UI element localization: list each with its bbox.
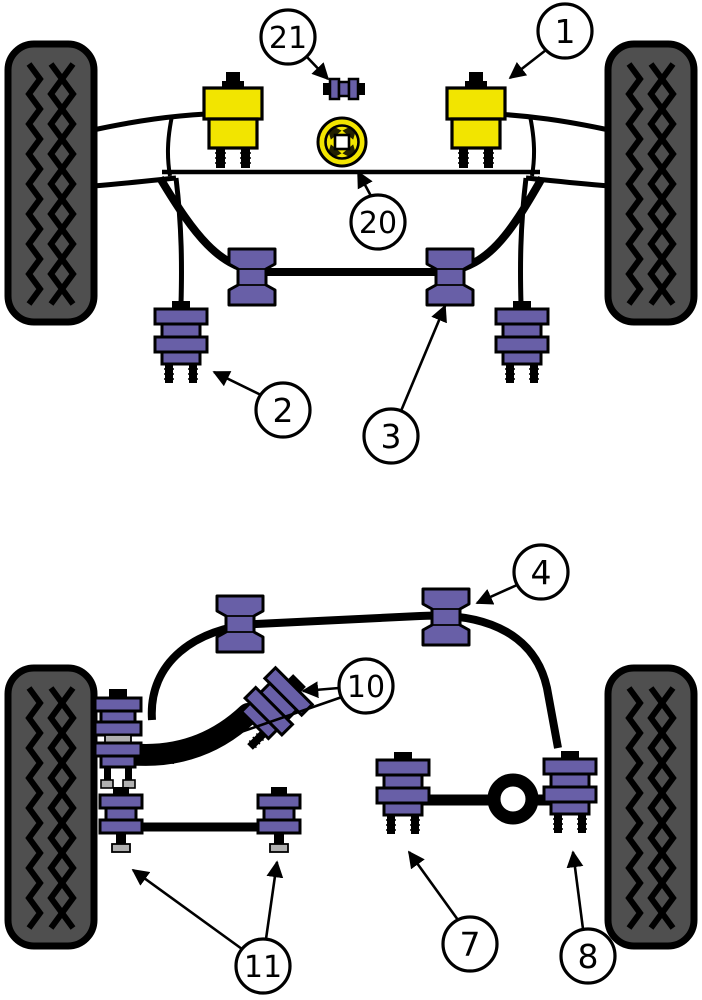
front-lower-bushing-right <box>494 299 550 385</box>
callout-8-label: 8 <box>578 937 599 976</box>
tire-front-left <box>8 44 94 322</box>
callout-7[interactable]: 7 <box>407 850 499 973</box>
rear-front-bushing-stack <box>93 687 143 790</box>
callout-21-label: 21 <box>269 21 307 56</box>
callout-1[interactable]: 1 <box>508 2 594 80</box>
lower-link-bushing-left-part-11 <box>98 785 144 854</box>
callout-2-label: 2 <box>273 391 294 430</box>
rear-link-bushing-part-7 <box>375 750 431 836</box>
callout-20[interactable]: 20 <box>349 170 407 251</box>
rear-suspension-section: 4 10 11 7 8 <box>8 543 694 995</box>
callout-11[interactable]: 11 <box>131 860 292 995</box>
callout-3-label: 3 <box>381 417 402 456</box>
callout-2[interactable]: 2 <box>212 370 312 439</box>
callout-3[interactable]: 3 <box>362 304 447 465</box>
callout-20-label: 20 <box>359 206 397 241</box>
callout-10[interactable]: 10 <box>155 657 395 765</box>
callout-21[interactable]: 21 <box>259 8 330 81</box>
callout-4-label: 4 <box>531 553 552 592</box>
rear-anti-roll-bar <box>147 611 562 749</box>
callout-7-label: 7 <box>460 925 481 964</box>
tire-rear-left <box>8 668 94 946</box>
engine-mount-bushing-left <box>202 70 264 170</box>
rear-link-eye <box>487 773 539 825</box>
callout-11-label: 11 <box>244 950 282 985</box>
tire-rear-right <box>608 668 694 946</box>
rear-link-bushing-part-8 <box>542 749 598 835</box>
callout-1-label: 1 <box>555 12 576 51</box>
front-arb-bushing-left <box>227 247 277 307</box>
front-arb-bushing-right-part-3 <box>425 247 475 307</box>
callout-4[interactable]: 4 <box>475 543 570 605</box>
engine-mount-bushing-right-part-1 <box>445 70 507 170</box>
callout-8[interactable]: 8 <box>559 850 617 985</box>
front-subframe <box>92 111 610 305</box>
tire-front-right <box>608 44 694 322</box>
round-mount-part-20 <box>316 116 368 168</box>
small-bushing-part-21 <box>321 77 367 101</box>
front-suspension-section: 21 1 20 2 3 <box>8 2 694 465</box>
front-anti-roll-bar <box>156 175 546 276</box>
callout-10-label: 10 <box>347 670 385 705</box>
front-lower-bushing-left-part-2 <box>153 299 209 385</box>
lower-link-bushing-right-part-11 <box>256 785 302 854</box>
